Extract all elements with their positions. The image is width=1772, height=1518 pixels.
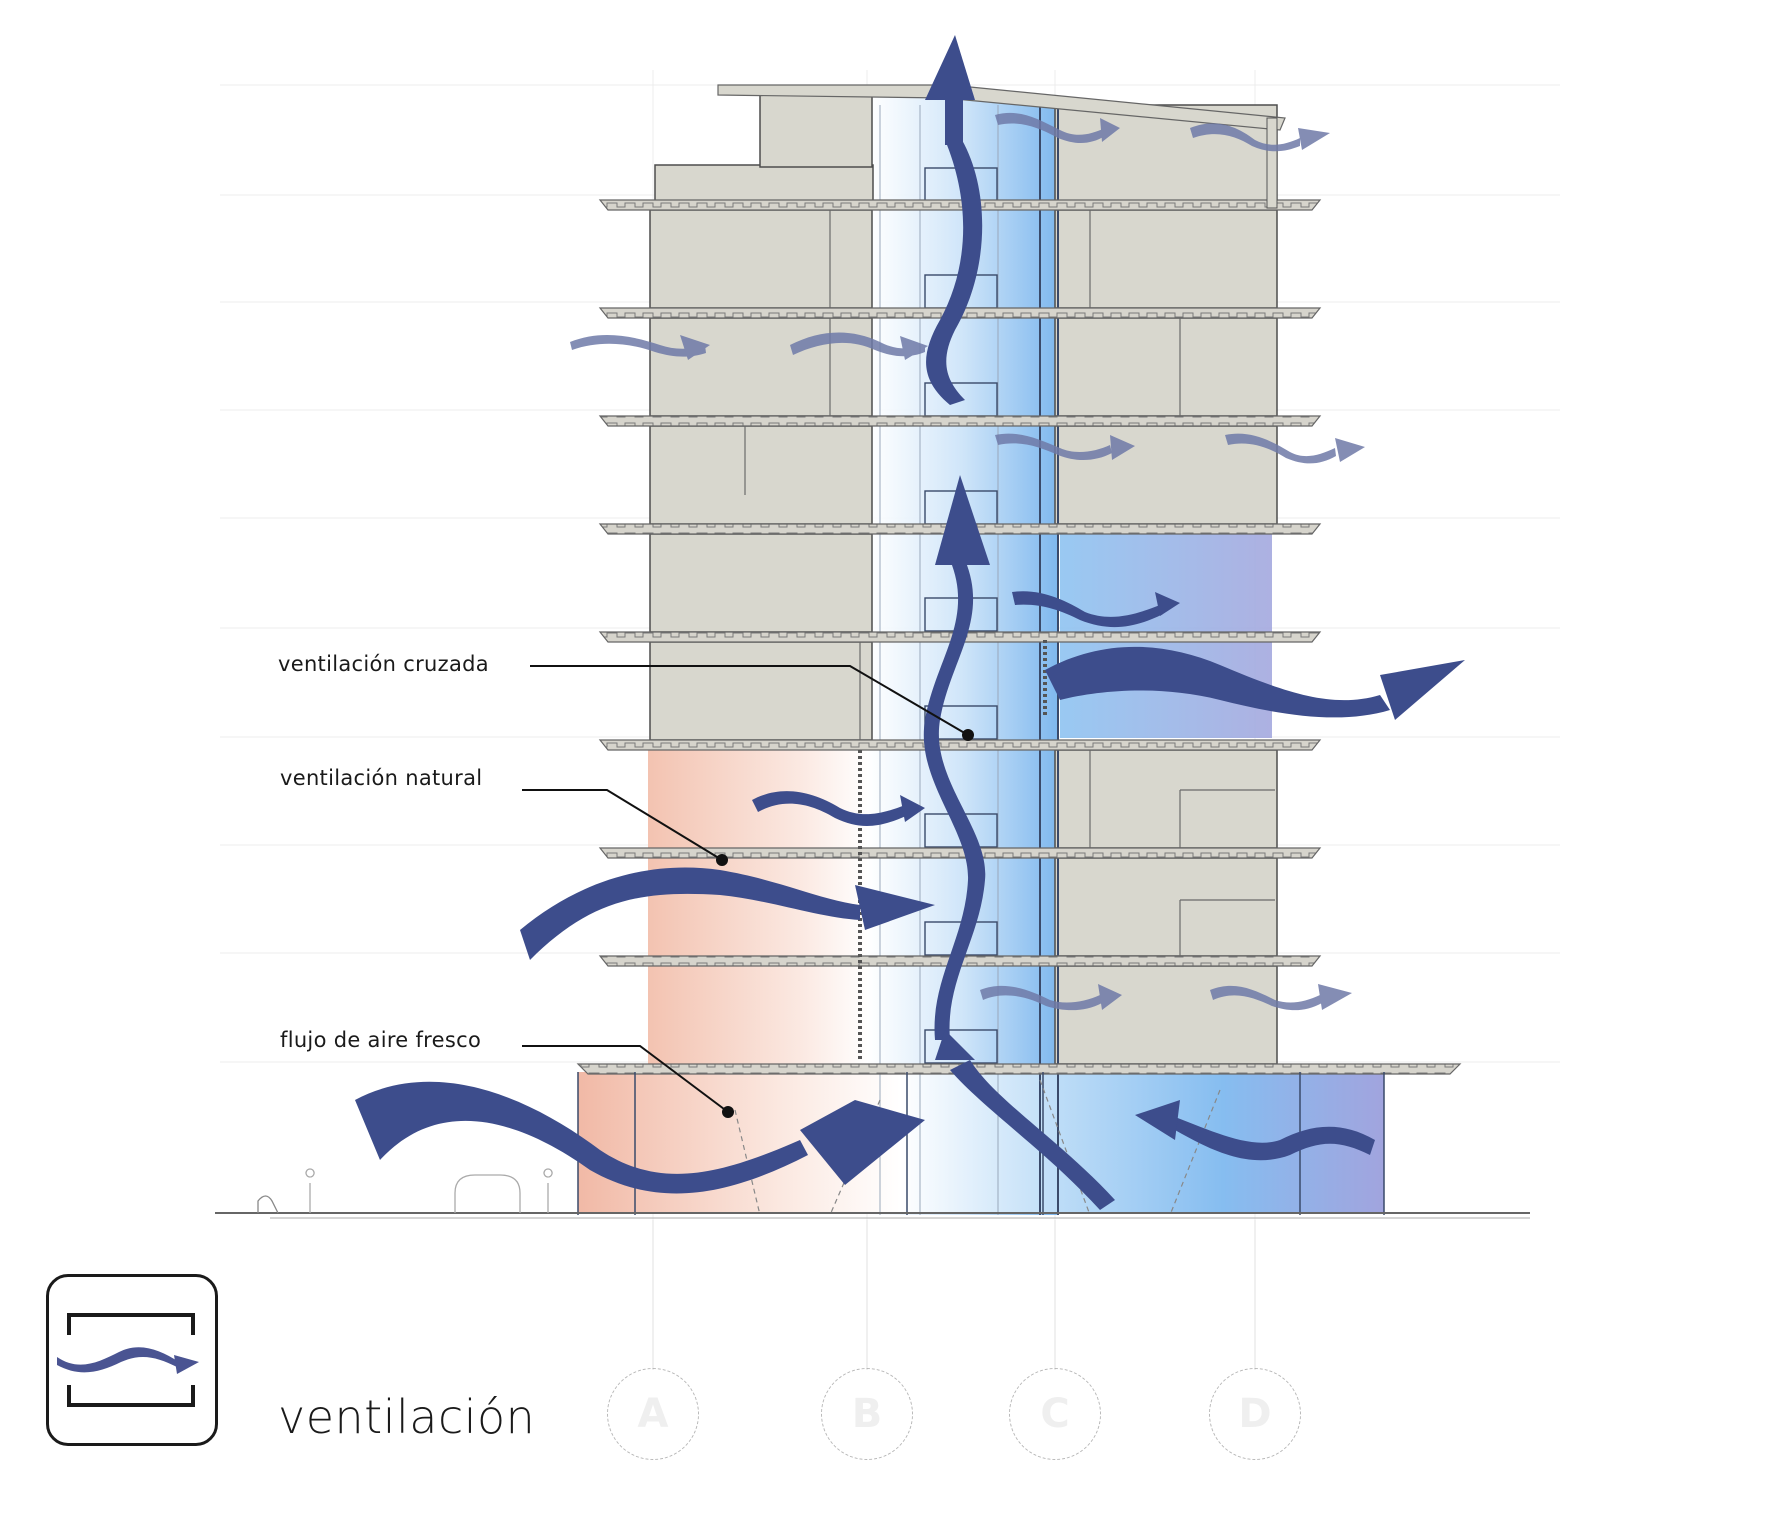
car-outline [454, 1174, 521, 1213]
ventilation-flow-icon [46, 1274, 218, 1446]
natural-ventilation-marker [716, 854, 728, 866]
grid-axis-c: C [1009, 1368, 1101, 1460]
floor-slabs [576, 199, 1462, 1075]
grid-axis-a: A [607, 1368, 699, 1460]
cross-ventilation-marker [962, 729, 974, 741]
label-ventilacion-natural: ventilación natural [280, 766, 483, 790]
grid-axis-d: D [1209, 1368, 1301, 1460]
right-tower-rooms [1054, 104, 1278, 1065]
wind-arrow-icon [57, 1313, 199, 1407]
minor-airflow-arrows [570, 112, 1365, 1011]
legend-title: ventilación [278, 1390, 536, 1444]
annotation-leaders [522, 665, 969, 1113]
grid-axis-b: B [821, 1368, 913, 1460]
label-ventilacion-cruzada: ventilación cruzada [278, 652, 489, 676]
top-updraft [926, 140, 983, 405]
fresh-air-marker [722, 1106, 734, 1118]
airflow-arrows [355, 35, 1465, 1210]
label-flujo-aire-fresco: flujo de aire fresco [280, 1028, 482, 1052]
